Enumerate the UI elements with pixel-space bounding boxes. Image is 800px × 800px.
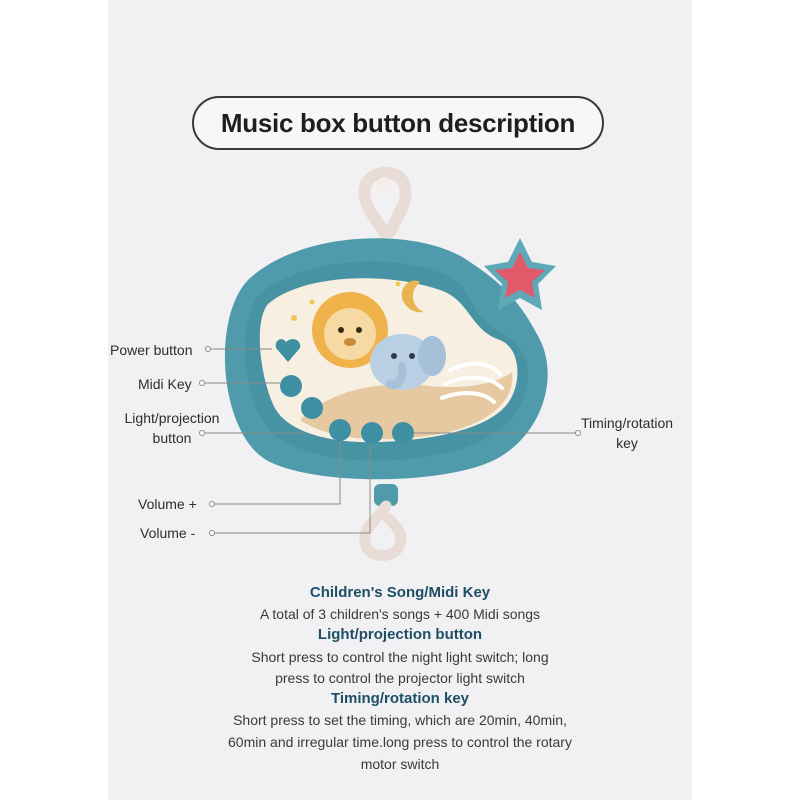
midi-key-graphic bbox=[280, 375, 302, 397]
timing-rotation-key-graphic bbox=[392, 422, 414, 444]
volume-minus-label: Volume - bbox=[140, 525, 196, 541]
timing-rotation-label-line2: key bbox=[616, 435, 638, 451]
volume-plus-label: Volume + bbox=[138, 496, 197, 512]
description-line: Short press to set the timing, which are… bbox=[233, 712, 567, 728]
star-light-icon bbox=[484, 238, 556, 310]
page-title: Music box button description bbox=[220, 107, 576, 138]
small-star-icons bbox=[291, 281, 401, 321]
description-heading: Timing/rotation key bbox=[330, 690, 470, 707]
timing-rotation-label: Timing/rotation key bbox=[570, 413, 684, 453]
description-line: Short press to control the night light s… bbox=[251, 649, 549, 665]
leader-lines bbox=[202, 348, 578, 534]
timing-rotation-label-line1: Timing/rotation bbox=[580, 415, 674, 431]
light-projection-label-line1: Light/projection bbox=[124, 410, 220, 426]
description-heading: Children's Song/Midi Key bbox=[309, 584, 491, 601]
moon-icon bbox=[401, 280, 424, 313]
description-heading: Light/projection button bbox=[317, 626, 483, 643]
midi-key-label: Midi Key bbox=[138, 376, 192, 392]
description-line: 60min and irregular time.long press to c… bbox=[228, 734, 572, 750]
lion-icon bbox=[312, 292, 388, 368]
light-projection-button-graphic bbox=[301, 397, 323, 419]
leader-endpoints bbox=[199, 346, 581, 536]
power-button-graphic bbox=[275, 339, 301, 362]
title-pill: Music box button description bbox=[192, 96, 604, 150]
description-line: motor switch bbox=[360, 756, 440, 772]
description-timing: Timing/rotation key Short press to set t… bbox=[108, 690, 692, 780]
volume-plus-button-graphic bbox=[329, 419, 351, 441]
volume-minus-button-graphic bbox=[361, 422, 383, 444]
description-midi: Children's Song/Midi Key A total of 3 ch… bbox=[108, 584, 692, 624]
description-line: A total of 3 children's songs + 400 Midi… bbox=[259, 606, 541, 622]
description-line: press to control the projector light swi… bbox=[275, 670, 525, 686]
light-projection-label-line2: button bbox=[152, 430, 192, 446]
light-projection-label: Light/projection button bbox=[114, 408, 230, 448]
power-button-label: Power button bbox=[110, 342, 193, 358]
description-light: Light/projection button Short press to c… bbox=[108, 626, 692, 690]
elephant-icon bbox=[370, 334, 446, 390]
top-hook-icon bbox=[358, 166, 412, 238]
